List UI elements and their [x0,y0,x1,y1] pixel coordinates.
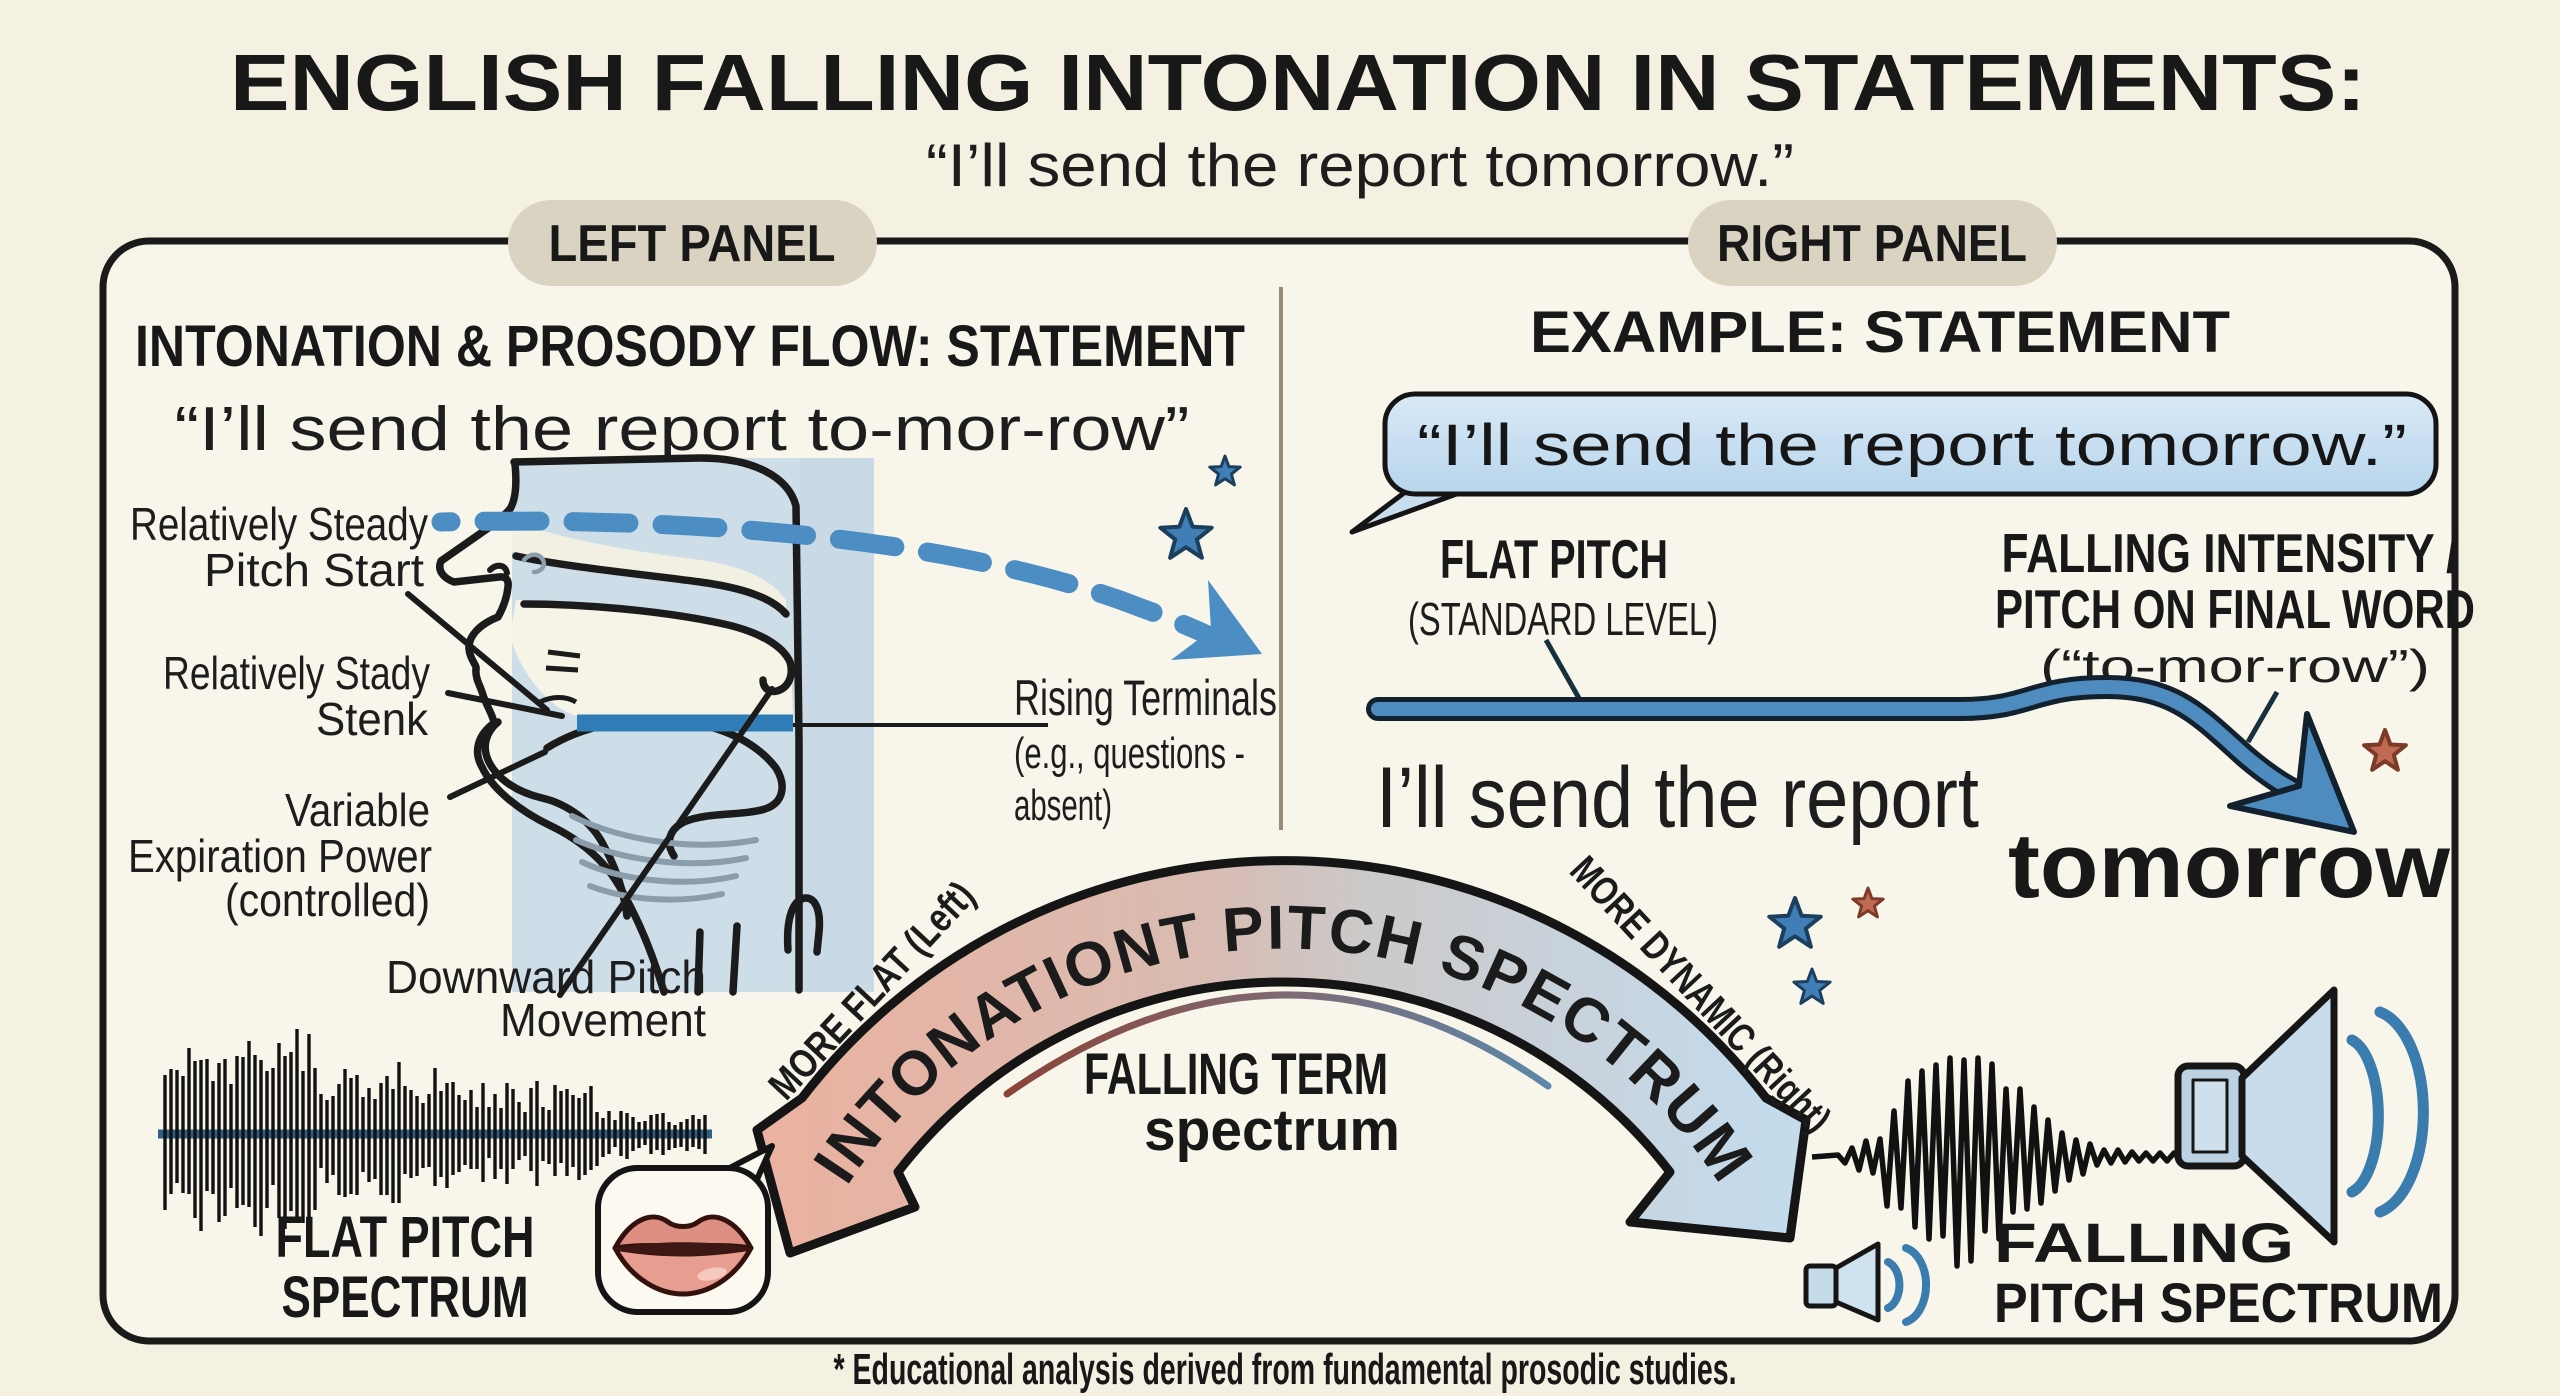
svg-text:LEFT PANEL: LEFT PANEL [549,215,836,273]
svg-text:FLAT PITCH: FLAT PITCH [276,1205,535,1270]
svg-text:“I’ll send the report to-mor-r: “I’ll send the report to-mor-row” [175,395,1190,464]
svg-text:I’ll send the report: I’ll send the report [1376,750,1979,846]
svg-text:“I’ll send the report tomorrow: “I’ll send the report tomorrow.” [1417,413,2407,478]
svg-text:Downward Pitch: Downward Pitch [386,951,706,1003]
svg-text:EXAMPLE: STATEMENT: EXAMPLE: STATEMENT [1530,300,2230,365]
svg-text:INTONATION & PROSODY FLOW: STA: INTONATION & PROSODY FLOW: STATEMENT [135,314,1245,379]
svg-text:“I’ll send the report tomorrow: “I’ll send the report tomorrow.” [926,132,1794,199]
svg-text:RIGHT PANEL: RIGHT PANEL [1717,215,2027,273]
svg-text:FALLING INTENSITY /: FALLING INTENSITY / [2002,522,2459,584]
svg-text:Pitch Start: Pitch Start [204,544,424,596]
svg-text:FLAT PITCH: FLAT PITCH [1440,528,1668,590]
svg-text:Rising Terminals: Rising Terminals [1014,670,1277,726]
svg-text:Movement: Movement [500,994,706,1046]
svg-text:Expiration Power: Expiration Power [128,830,432,882]
svg-text:SPECTRUM: SPECTRUM [282,1265,529,1330]
svg-text:Variable: Variable [285,784,430,836]
svg-text:Stenk: Stenk [316,693,429,745]
svg-text:Relatively Stady: Relatively Stady [163,647,430,699]
svg-text:PITCH ON FINAL WORD: PITCH ON FINAL WORD [1995,578,2475,640]
svg-text:(STANDARD LEVEL): (STANDARD LEVEL) [1408,593,1718,645]
svg-text:tomorrow: tomorrow [2008,815,2450,917]
svg-text:(e.g., questions -: (e.g., questions - [1014,729,1245,778]
svg-text:FALLING TERM: FALLING TERM [1084,1042,1388,1107]
svg-text:spectrum: spectrum [1144,1098,1400,1163]
svg-text:FALLING: FALLING [1994,1211,2294,1274]
svg-text:absent): absent) [1014,781,1112,830]
svg-text:Relatively Steady: Relatively Steady [130,498,428,550]
svg-text:(controlled): (controlled) [225,874,430,926]
svg-text:* Educational analysis derived: * Educational analysis derived from fund… [834,1345,1737,1394]
svg-text:ENGLISH FALLING INTONATION IN: ENGLISH FALLING INTONATION IN STATEMENTS… [230,38,2366,127]
svg-text:PITCH SPECTRUM: PITCH SPECTRUM [1994,1271,2443,1334]
